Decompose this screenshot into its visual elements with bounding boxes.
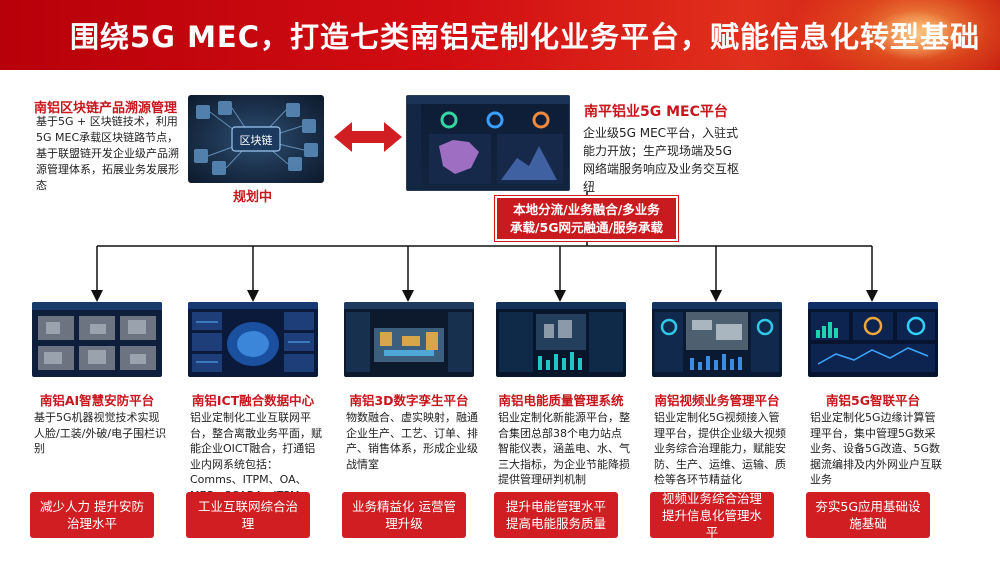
platform-benefit-badge: 业务精益化 运营管理升级 (342, 492, 466, 538)
platform-title: 南铝ICT融合数据中心 (191, 393, 315, 408)
platform-description: 铝业定制化新能源平台，整合集团总部38个电力站点智能仪表，涵盖电、水、气三大指标… (498, 411, 630, 486)
mec-platform-title: 南平铝业5G MEC平台 (584, 104, 728, 120)
platform-screenshot (344, 302, 474, 377)
platform-screenshot (496, 302, 626, 377)
blockchain-description: 基于5G + 区块链技术，利用5G MEC承载区块链路节点，基于联盟链开发企业级… (36, 115, 179, 192)
glow-decoration (870, 10, 960, 60)
platform-card-5g-smart-link: 南铝5G智联平台 铝业定制化5G边缘计算管理平台，集中管理5G数采业务、设备5G… (802, 302, 944, 538)
platform-screenshot (652, 302, 782, 377)
platform-screenshot (32, 302, 162, 377)
platform-benefit-badge: 视频业务综合治理 提升信息化管理水平 (650, 491, 774, 540)
platform-description: 物数融合、虚实映射，融通企业生产、工艺、订单、排产、销售体系，形成企业级战情室 (346, 411, 478, 471)
platform-description: 铝业定制化5G视频接入管理平台，提供企业级大视频业务综合治理能力，赋能安防、生产… (654, 411, 786, 486)
platform-title: 南铝5G智联平台 (826, 393, 920, 408)
platform-title: 南铝视频业务管理平台 (654, 393, 780, 408)
platform-card-ai-security: 南铝AI智慧安防平台 基于5G机器视觉技术实现人脸/工装/外破/电子围栏识别 减… (26, 302, 168, 538)
platform-title: 南铝AI智慧安防平台 (39, 393, 155, 408)
page-title: 围绕5G MEC，打造七类南铝定制化业务平台，赋能信息化转型基础 (70, 20, 981, 54)
capability-box: 本地分流/业务融合/多业务 承载/5G网元融通/服务承载 (495, 196, 678, 241)
platform-card-3d-twin: 南铝3D数字孪生平台 物数融合、虚实映射，融通企业生产、工艺、订单、排产、销售体… (338, 302, 480, 538)
platform-card-power-quality: 南铝电能质量管理系统 铝业定制化新能源平台，整合集团总部38个电力站点智能仪表，… (490, 302, 632, 538)
double-arrow-icon (334, 122, 402, 152)
blockchain-image: 区块链 (188, 95, 324, 183)
blockchain-status: 规划中 (233, 190, 273, 205)
mec-platform-description: 企业级5G MEC平台，入驻式能力开放；生产现场端及5G网络端服务响应及业务交互… (583, 126, 740, 194)
platform-card-video-management: 南铝视频业务管理平台 铝业定制化5G视频接入管理平台，提供企业级大视频业务综合治… (646, 302, 788, 540)
platform-benefit-badge: 工业互联网综合治理 (186, 492, 310, 538)
platform-description: 基于5G机器视觉技术实现人脸/工装/外破/电子围栏识别 (34, 411, 167, 455)
blockchain-title: 南铝区块链产品溯源管理 (34, 101, 178, 116)
platform-screenshot (188, 302, 318, 377)
platform-benefit-badge: 提升电能管理水平 提高电能服务质量 (494, 492, 618, 538)
capability-line-2: 承载/5G网元融通/服务承载 (509, 220, 664, 235)
platform-card-ict-datacenter: 南铝ICT融合数据中心 铝业定制化工业互联网平台，整合离散业务平面，赋能企业OI… (182, 302, 324, 538)
header-banner: 围绕5G MEC，打造七类南铝定制化业务平台，赋能信息化转型基础 (0, 0, 1000, 70)
platform-screenshot (808, 302, 938, 377)
blockchain-image-label: 区块链 (239, 134, 273, 147)
platform-description: 铝业定制化5G边缘计算管理平台，集中管理5G数采业务、设备5G改造、5G数据流编… (810, 411, 942, 486)
platform-title: 南铝电能质量管理系统 (498, 393, 624, 408)
mec-platform-image (406, 95, 570, 191)
platform-benefit-badge: 夯实5G应用基础设施基础 (806, 492, 930, 538)
capability-line-1: 本地分流/业务融合/多业务 (513, 202, 660, 217)
platform-benefit-badge: 减少人力 提升安防治理水平 (30, 492, 154, 538)
platform-description: 铝业定制化工业互联网平台，整合离散业务平面，赋能企业OICT融合，打通铝业内网系… (190, 411, 322, 502)
platform-title: 南铝3D数字孪生平台 (349, 393, 469, 408)
